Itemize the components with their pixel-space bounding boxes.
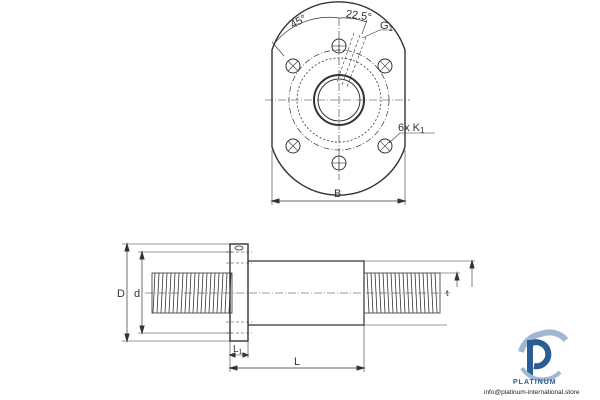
brand-email: info@platinum-international.store [484, 389, 580, 396]
right-dim-label: t [446, 288, 449, 298]
flange-front-view [265, 1, 435, 205]
width-b-label: B [334, 188, 341, 200]
flange-thickness-label: L1 [233, 344, 243, 356]
platinum-logo-icon [518, 329, 569, 382]
outer-diameter-label: D [117, 288, 125, 300]
brand-name: PLATINUM [513, 379, 557, 386]
dimension-labels: 45° 22.5° G1 6x K1 B D d L1 L t [117, 8, 449, 368]
nut-side-view [122, 242, 475, 372]
length-label: L [294, 356, 300, 368]
thread-g1-label: G1 [380, 20, 394, 33]
bolt-holes [285, 38, 393, 171]
inner-diameter-label: d [134, 288, 140, 300]
angle-22-5-label: 22.5° [345, 8, 372, 23]
holes-6x-k1-label: 6x K1 [398, 122, 425, 135]
